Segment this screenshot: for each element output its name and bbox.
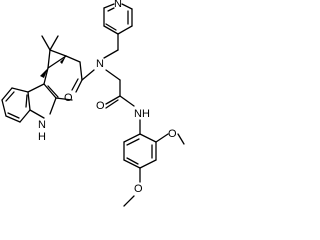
- structure-canvas: N N O: [1, 0, 185, 207]
- anilide-nh-label: NH: [134, 108, 150, 120]
- wedge-c2: [40, 68, 48, 78]
- methoxy-o1-label: O: [168, 128, 177, 140]
- bond-n-carbonyl: [81, 69, 95, 81]
- bond-indole-methyl: [55, 97, 73, 101]
- bond-o1-methyl: [177, 133, 185, 145]
- bond-carbonyl-o1: [75, 79, 83, 93]
- bond-cyclopropyl-indole: [43, 67, 49, 85]
- indole-benzene-ring: [1, 87, 31, 123]
- bond-carbonyl-o1-double: [71, 78, 79, 91]
- bond-carbonyl-nh: [119, 95, 135, 107]
- bond-o2-methyl: [123, 195, 135, 207]
- carbonyl-o2-label: O: [96, 100, 105, 112]
- indole-h-label: H: [38, 131, 46, 143]
- amide-n-label: N: [96, 58, 104, 70]
- dimethoxyphenyl-ring: [123, 133, 157, 169]
- bond-carbonyl-o2: [105, 95, 121, 105]
- indole-pyrrole-ring: [27, 83, 59, 119]
- bond-ch2-n: [103, 49, 119, 59]
- bond-methyl-b: [49, 35, 59, 51]
- pyridine-ring: [103, 3, 133, 35]
- chemical-structure: N N O: [1, 0, 185, 207]
- indole-n-label: N: [38, 119, 46, 131]
- pyridine-n-label: N: [114, 0, 122, 10]
- bond-carbonyl-o2-double: [105, 99, 119, 109]
- cyclopropane-ring: [47, 49, 67, 69]
- methoxy-o2-label: O: [134, 183, 143, 195]
- bond-n-glycyl: [105, 69, 121, 81]
- carbonyl-o1-label: O: [64, 92, 73, 104]
- wedge-c1: [60, 56, 66, 64]
- bond-carbonyl-ch2: [79, 61, 83, 81]
- bond-ch2-cyclopropyl: [65, 55, 81, 63]
- bond-methyl-a: [41, 35, 51, 51]
- bond-aryl-o1: [155, 133, 169, 143]
